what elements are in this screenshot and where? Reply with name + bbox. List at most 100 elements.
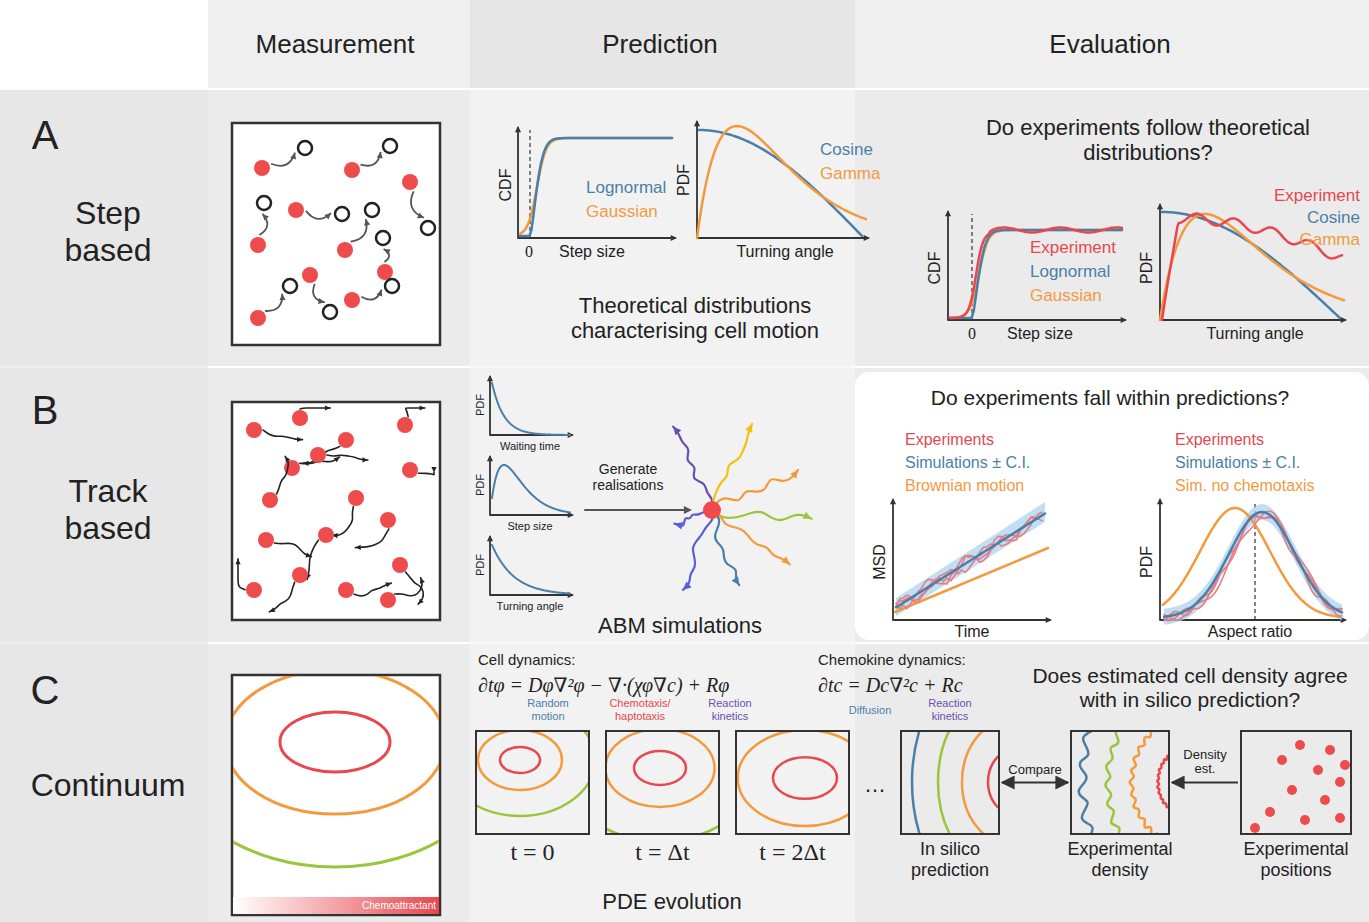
step-arrow xyxy=(361,290,381,300)
contour xyxy=(476,731,589,816)
curve xyxy=(1164,517,1342,621)
contour xyxy=(1079,731,1169,834)
cell-next-position xyxy=(385,279,399,293)
arrowhead xyxy=(1121,317,1127,323)
contour xyxy=(233,676,439,814)
contour xyxy=(634,751,686,785)
arrowhead xyxy=(420,578,425,584)
label-text: Sim. no chemotaxis xyxy=(1175,477,1315,495)
contour xyxy=(606,731,715,807)
simulated-track xyxy=(683,510,713,590)
label-text: PDF xyxy=(1138,252,1156,284)
panel-box: Experimental positions xyxy=(1240,730,1352,835)
cell-next-position xyxy=(298,141,312,155)
step-arrow xyxy=(265,294,282,311)
cell-dot xyxy=(337,242,353,258)
label-text: PDE evolution xyxy=(602,889,741,914)
step-arrow xyxy=(360,152,380,166)
simulated-track xyxy=(712,424,752,510)
contour-group xyxy=(233,676,439,896)
label-text: Continuum xyxy=(31,767,186,804)
curve xyxy=(1164,511,1342,620)
label-text: Time xyxy=(955,623,990,641)
plot-axes xyxy=(518,128,675,238)
cell-dot xyxy=(1320,795,1330,805)
plot-axes xyxy=(490,377,572,435)
label-text: PDF xyxy=(474,394,487,416)
arrowhead xyxy=(1157,203,1163,209)
contour xyxy=(912,731,999,834)
connector-label: Density est. xyxy=(1175,748,1235,777)
evaluation-panel xyxy=(855,372,1369,640)
label-text: Lognormal xyxy=(1030,262,1110,282)
label-text: Brownian motion xyxy=(905,477,1024,495)
label-text: Step size xyxy=(507,520,552,533)
arrowhead xyxy=(431,467,436,472)
arrowhead xyxy=(781,556,790,564)
generate-arrow xyxy=(585,509,688,511)
curve xyxy=(1164,512,1342,617)
label-text: Measurement xyxy=(256,30,415,60)
cell-track xyxy=(277,456,289,493)
step-arrow xyxy=(271,153,295,166)
label-text: Reaction kinetics xyxy=(700,697,760,722)
arrowhead xyxy=(262,214,268,221)
label-text: Step based xyxy=(38,195,178,269)
arrowhead xyxy=(671,235,677,241)
arrowhead xyxy=(1341,317,1347,323)
label-text: Gaussian xyxy=(1030,286,1102,306)
label-text: Random motion xyxy=(518,697,578,722)
cell-dot xyxy=(392,557,408,573)
label-text: Diffusion xyxy=(849,704,892,717)
label-text: Experiment xyxy=(1030,238,1116,258)
label-text: Do experiments follow theoretical distri… xyxy=(983,115,1313,166)
arrowhead xyxy=(683,582,692,590)
label-text: A xyxy=(32,112,59,158)
label-text: Reaction kinetics xyxy=(920,697,980,722)
label-text: Step size xyxy=(1007,325,1073,343)
arrowhead xyxy=(364,219,370,226)
label-text: … xyxy=(864,772,886,797)
contour xyxy=(280,712,390,772)
curve xyxy=(492,383,570,435)
panel-box: t = Δt xyxy=(605,730,720,835)
cell-dot xyxy=(258,532,274,548)
contour-group xyxy=(606,731,719,834)
label-text: Does estimated cell density agree with i… xyxy=(1015,664,1365,712)
contour xyxy=(233,676,439,896)
label-text: Simulations ± C.I. xyxy=(1175,454,1300,472)
cell-track xyxy=(263,430,303,440)
cell-dot xyxy=(310,447,326,463)
curve xyxy=(1163,508,1340,617)
plot-axes xyxy=(893,500,1050,620)
contour xyxy=(938,731,999,834)
cell-dot xyxy=(1300,815,1310,825)
arrowhead xyxy=(417,213,424,219)
curve xyxy=(520,138,672,236)
cell-dot xyxy=(250,310,266,326)
label-text: Cosine xyxy=(1307,208,1360,228)
cell-dot xyxy=(1313,765,1323,775)
cell-dot xyxy=(1340,760,1350,770)
label-text: Chemoattractant xyxy=(362,900,436,912)
cell-dot xyxy=(1277,755,1287,765)
contour xyxy=(478,731,562,790)
row-label-column xyxy=(0,90,208,922)
cell-next-position xyxy=(421,221,435,235)
label-text: B xyxy=(32,387,59,433)
panel-box: In silico prediction xyxy=(900,730,1000,835)
cell-next-position xyxy=(383,139,397,153)
label-text: ∂tφ = Dφ∇²φ − ∇·(χφ∇c) + Rφ xyxy=(478,674,729,697)
arrowhead xyxy=(945,210,951,216)
label-text: Lognormal xyxy=(586,178,666,198)
arrowhead xyxy=(864,235,870,241)
panel-box: t = 2Δt xyxy=(735,730,850,835)
cell-dot xyxy=(1287,785,1297,795)
label-text: Chemotaxis/ haptotaxis xyxy=(603,697,678,722)
cell-dot xyxy=(254,160,270,176)
arrowhead xyxy=(684,506,692,514)
measurement-panel xyxy=(232,123,440,345)
arrowhead xyxy=(487,375,493,381)
label-text: 0 xyxy=(525,243,533,261)
cell-next-position xyxy=(376,231,390,245)
